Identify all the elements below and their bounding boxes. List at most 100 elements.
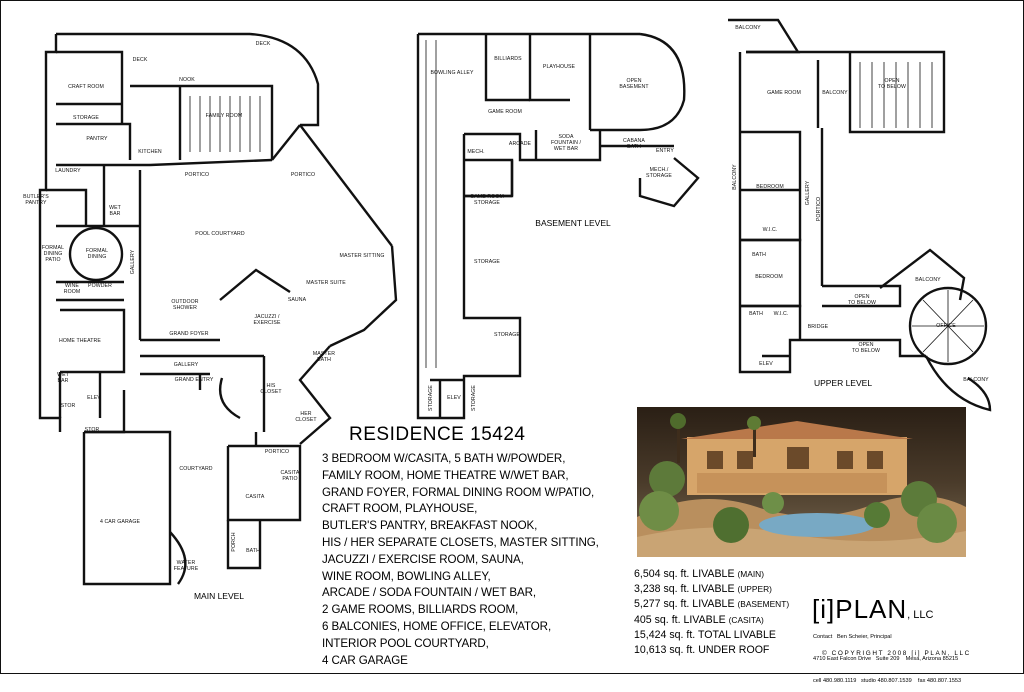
- room-label: FORMAL DINING: [85, 248, 109, 260]
- room-label: HOME THEATRE: [59, 338, 101, 344]
- room-label: W.I.C.: [773, 311, 789, 317]
- room-label: COURTYARD: [179, 466, 213, 472]
- room-label: STOR: [60, 403, 76, 409]
- feature-line: GRAND FOYER, FORMAL DINING ROOM W/PATIO,: [322, 485, 595, 499]
- level-label-main: MAIN LEVEL: [193, 591, 245, 601]
- stat-row: 5,277 sq. ft. LIVABLE (BASEMENT): [634, 598, 790, 611]
- basement-level-plan: [416, 32, 700, 420]
- room-label: 4 CAR GARAGE: [99, 519, 141, 525]
- room-label: CRAFT ROOM: [68, 84, 104, 90]
- room-label: BATH: [749, 311, 763, 317]
- room-label: WET BAR: [57, 372, 69, 384]
- room-label: STORAGE: [474, 259, 500, 265]
- room-label: BEDROOM: [755, 274, 783, 280]
- room-label: OPEN TO BELOW: [877, 78, 907, 90]
- contact-line: Contact Ben Scheier, Principal: [813, 634, 892, 641]
- room-label: GALLERY: [130, 249, 136, 275]
- room-label: DECK: [132, 57, 148, 63]
- room-label: GAME ROOM STORAGE: [470, 194, 504, 206]
- room-label: STORAGE: [471, 385, 477, 411]
- room-label: CASITA: [245, 494, 265, 500]
- room-label: HER CLOSET: [295, 411, 317, 423]
- feature-line: 3 BEDROOM W/CASITA, 5 BATH W/POWDER,: [322, 452, 566, 465]
- room-label: JACUZZI / EXERCISE: [253, 314, 281, 326]
- level-label-upper: UPPER LEVEL: [813, 378, 873, 388]
- room-label: ELEV: [87, 395, 101, 401]
- room-label: BATH: [246, 548, 260, 554]
- floor-plan-drawings: [38, 18, 992, 586]
- room-label: WINE ROOM: [63, 283, 81, 295]
- room-label: KITCHEN: [138, 149, 162, 155]
- room-label: BALCONY: [735, 25, 761, 31]
- feature-line: WINE ROOM, BOWLING ALLEY,: [322, 569, 491, 583]
- feature-line: 4 CAR GARAGE: [322, 653, 408, 667]
- room-label: STOR: [84, 427, 100, 433]
- room-label: PORTICO: [816, 196, 822, 222]
- room-label: MECH.: [467, 149, 485, 155]
- room-label: STORAGE: [73, 115, 99, 121]
- room-label: PORCH: [231, 532, 237, 552]
- room-label: OPEN BASEMENT: [619, 78, 649, 90]
- stat-row: 15,424 sq. ft. TOTAL LIVABLE: [634, 628, 776, 641]
- room-label: NOOK: [179, 77, 195, 83]
- room-label: WATER FEATURE: [173, 560, 199, 572]
- feature-line: HIS / HER SEPARATE CLOSETS, MASTER SITTI…: [322, 535, 599, 549]
- company-logo: [i]PLAN, LLC: [812, 594, 933, 625]
- room-label: CASITA PATIO: [280, 470, 300, 482]
- room-label: GAME ROOM: [767, 90, 801, 96]
- room-label: W.I.C.: [762, 227, 778, 233]
- room-label: ARCADE: [508, 141, 532, 147]
- room-label: HIS CLOSET: [260, 383, 282, 395]
- room-label: BRIDGE: [807, 324, 829, 330]
- feature-line: 2 GAME ROOMS, BILLIARDS ROOM,: [322, 603, 519, 617]
- room-label: PORTICO: [264, 449, 290, 455]
- room-label: STORAGE: [494, 332, 520, 338]
- copyright: © COPYRIGHT 2008 [i] PLAN, LLC: [822, 650, 971, 657]
- room-label: BALCONY: [822, 90, 848, 96]
- level-label-basement: BASEMENT LEVEL: [535, 218, 611, 228]
- room-label: PANTRY: [86, 136, 108, 142]
- stair-hatching: [189, 40, 984, 368]
- room-label: OPEN TO BELOW: [847, 294, 877, 306]
- room-label: DECK: [255, 41, 271, 47]
- room-label: PORTICO: [290, 172, 316, 178]
- room-label: POWDER: [88, 283, 112, 289]
- room-label: GRAND FOYER: [169, 331, 209, 337]
- logo-text: [i]PLAN: [812, 594, 908, 624]
- stat-row: 405 sq. ft. LIVABLE (CASITA): [634, 613, 764, 626]
- room-label: GRAND ENTRY: [174, 377, 214, 383]
- room-label: LAUNDRY: [55, 168, 81, 174]
- room-label: BILLIARDS: [494, 56, 522, 62]
- room-label: GAME ROOM: [488, 109, 522, 115]
- room-label: OPEN TO BELOW: [851, 342, 881, 354]
- residence-title: RESIDENCE 15424: [349, 424, 526, 445]
- room-label: ELEV: [447, 395, 461, 401]
- feature-list: 3 BEDROOM W/CASITA, 5 BATH W/POWDER, FAM…: [322, 451, 599, 669]
- area-stats: 6,504 sq. ft. LIVABLE (MAIN) 3,238 sq. f…: [634, 567, 789, 658]
- room-label: BEDROOM: [756, 184, 784, 190]
- room-label: MECH./ STORAGE: [646, 167, 672, 179]
- room-label: SAUNA: [287, 297, 307, 303]
- room-label: BUTLER'S PANTRY: [23, 194, 49, 206]
- room-label: GALLERY: [173, 362, 199, 368]
- contact-line: cell 480.980.1119 studio 480.807.1539 fa…: [813, 677, 962, 684]
- stat-row: 6,504 sq. ft. LIVABLE (MAIN): [634, 568, 764, 580]
- logo-suffix: , LLC: [907, 609, 934, 621]
- room-label: SODA FOUNTAIN / WET BAR: [550, 134, 582, 152]
- room-label: OFFICE: [936, 323, 956, 329]
- feature-line: JACUZZI / EXERCISE ROOM, SAUNA,: [322, 552, 524, 566]
- main-level-plan: [38, 32, 398, 586]
- room-label: MASTER SITTING: [339, 253, 385, 259]
- room-label: MASTER SUITE: [306, 280, 346, 286]
- room-label: FAMILY ROOM: [205, 113, 243, 119]
- room-label: BALCONY: [915, 277, 941, 283]
- room-label: BOWLING ALLEY: [430, 70, 474, 76]
- room-label: PORTICO: [184, 172, 210, 178]
- feature-line: FAMILY ROOM, HOME THEATRE W/WET BAR,: [322, 468, 569, 482]
- feature-line: ARCADE / SODA FOUNTAIN / WET BAR,: [322, 586, 537, 600]
- room-label: GALLERY: [805, 180, 811, 206]
- upper-level-plan: [728, 18, 992, 412]
- feature-line: CRAFT ROOM, PLAYHOUSE,: [322, 502, 478, 516]
- room-label: WET BAR: [109, 205, 121, 217]
- model-photo: [637, 407, 966, 557]
